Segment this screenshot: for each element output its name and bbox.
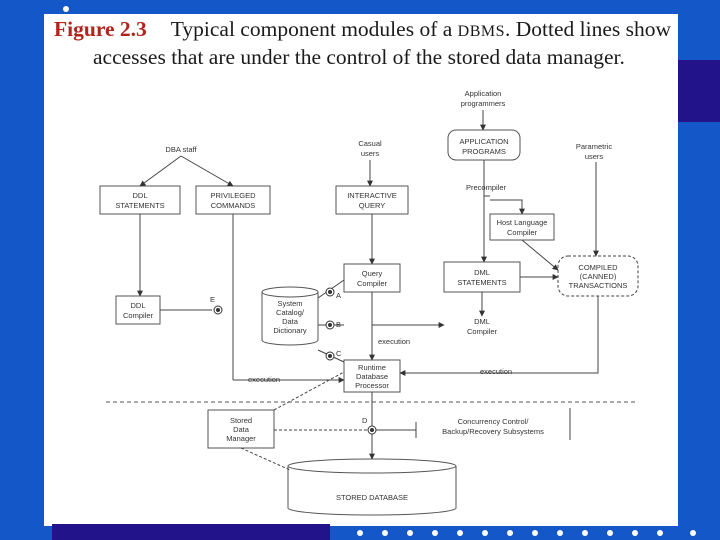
system-catalog-cylinder: System Catalog/ Data Dictionary	[261, 286, 319, 346]
application-programs-box: APPLICATION PROGRAMS	[447, 129, 521, 161]
svg-text:Precompiler: Precompiler	[466, 183, 507, 192]
svg-text:Manager: Manager	[226, 434, 256, 443]
svg-text:TRANSACTIONS: TRANSACTIONS	[569, 281, 628, 290]
svg-text:Application: Application	[465, 89, 502, 98]
compiled-transactions-box: COMPILED (CANNED) TRANSACTIONS	[557, 255, 639, 297]
decor-dot	[582, 530, 588, 536]
stored-data-manager-box: Stored Data Manager	[207, 409, 275, 449]
svg-text:Compiler: Compiler	[123, 311, 154, 320]
execution-label: execution	[248, 375, 280, 384]
svg-text:Catalog/: Catalog/	[276, 308, 305, 317]
svg-text:DBA staff: DBA staff	[165, 145, 197, 154]
svg-text:COMPILED: COMPILED	[578, 263, 618, 272]
bottom-bar	[52, 524, 330, 540]
access-point-d: D	[362, 416, 377, 435]
svg-text:PRIVILEGED: PRIVILEGED	[210, 191, 256, 200]
svg-text:A: A	[336, 291, 341, 300]
svg-text:APPLICATION: APPLICATION	[459, 137, 508, 146]
svg-text:DDL: DDL	[132, 191, 147, 200]
svg-text:DDL: DDL	[130, 301, 145, 310]
decor-dot	[557, 530, 563, 536]
dba-staff-label: DBA staff	[165, 145, 197, 154]
decor-dot	[482, 530, 488, 536]
figure-label: Figure 2.3	[54, 17, 147, 41]
svg-text:DML: DML	[474, 317, 490, 326]
svg-text:Casual: Casual	[358, 139, 382, 148]
precompiler-label: Precompiler	[466, 183, 507, 192]
svg-text:Compiler: Compiler	[357, 279, 388, 288]
svg-text:PROGRAMS: PROGRAMS	[462, 147, 506, 156]
access-point-c: C	[325, 349, 342, 361]
svg-text:Host Language: Host Language	[497, 218, 548, 227]
svg-text:Data: Data	[282, 317, 299, 326]
decor-dot	[357, 530, 363, 536]
svg-text:Query: Query	[362, 269, 383, 278]
svg-text:DML: DML	[474, 268, 490, 277]
concurrency-backup-recovery-label: Concurrency Control/ Backup/Recovery Sub…	[442, 417, 544, 436]
title-text: Typical component modules of a	[170, 17, 458, 41]
interactive-query-box: INTERACTIVE QUERY	[335, 185, 409, 215]
svg-text:Data: Data	[233, 425, 250, 434]
access-point-e: E	[210, 295, 223, 315]
decor-dot	[657, 530, 663, 536]
svg-text:QUERY: QUERY	[359, 201, 386, 210]
svg-text:users: users	[361, 149, 380, 158]
svg-text:Processor: Processor	[355, 381, 389, 390]
access-point-b: B	[325, 320, 341, 330]
decor-dot	[507, 530, 513, 536]
svg-text:STATEMENTS: STATEMENTS	[115, 201, 164, 210]
dml-compiler-label: DML Compiler	[467, 317, 498, 336]
ddl-compiler-box: DDL Compiler	[115, 295, 161, 325]
svg-text:Concurrency Control/: Concurrency Control/	[458, 417, 530, 426]
svg-text:Runtime: Runtime	[358, 363, 386, 372]
ddl-statements-box: DDL STATEMENTS	[99, 185, 181, 215]
stored-database-cylinder: STORED DATABASE	[287, 458, 457, 516]
svg-text:Stored: Stored	[230, 416, 252, 425]
decor-dot	[407, 530, 413, 536]
svg-text:Compiler: Compiler	[467, 327, 498, 336]
svg-text:Compiler: Compiler	[507, 228, 538, 237]
title-text: . Dotted lines show	[505, 17, 672, 41]
svg-text:C: C	[336, 349, 342, 358]
figure-title-line-1: Figure 2.3 Typical component modules of a…	[54, 17, 671, 42]
svg-text:users: users	[585, 152, 604, 161]
decor-dot	[607, 530, 613, 536]
decor-dot	[63, 6, 69, 12]
query-compiler-box: Query Compiler	[343, 263, 401, 293]
svg-text:B: B	[336, 320, 341, 329]
svg-text:D: D	[362, 416, 368, 425]
figure-title-line-2: accesses that are under the control of t…	[93, 45, 625, 69]
svg-text:programmers: programmers	[461, 99, 506, 108]
title-acronym: DBMS	[457, 23, 506, 40]
host-language-compiler-box: Host Language Compiler	[489, 213, 555, 241]
svg-text:(CANNED): (CANNED)	[580, 272, 617, 281]
decor-dot	[457, 530, 463, 536]
execution-label: execution	[480, 367, 512, 376]
privileged-commands-box: PRIVILEGED COMMANDS	[195, 185, 271, 215]
parametric-users-label: Parametric users	[576, 142, 613, 161]
decor-dot	[532, 530, 538, 536]
svg-text:Dictionary: Dictionary	[273, 326, 307, 335]
casual-users-label: Casual users	[358, 139, 382, 158]
accent-bar	[678, 60, 720, 122]
application-programmers-label: Application programmers	[461, 89, 506, 108]
svg-text:Parametric: Parametric	[576, 142, 613, 151]
svg-text:INTERACTIVE: INTERACTIVE	[347, 191, 397, 200]
decor-dot	[690, 530, 696, 536]
access-point-a: A	[325, 287, 341, 300]
svg-text:System: System	[277, 299, 302, 308]
decor-dot	[432, 530, 438, 536]
runtime-database-processor-box: Runtime Database Processor	[343, 359, 401, 393]
svg-text:Database: Database	[356, 372, 388, 381]
svg-text:Backup/Recovery Subsystems: Backup/Recovery Subsystems	[442, 427, 544, 436]
svg-text:E: E	[210, 295, 215, 304]
dml-statements-box: DML STATEMENTS	[443, 261, 521, 293]
execution-label: execution	[378, 337, 410, 346]
svg-text:STATEMENTS: STATEMENTS	[457, 278, 506, 287]
svg-text:COMMANDS: COMMANDS	[211, 201, 256, 210]
svg-text:STORED DATABASE: STORED DATABASE	[336, 493, 408, 502]
decor-dot	[632, 530, 638, 536]
decor-dot	[382, 530, 388, 536]
